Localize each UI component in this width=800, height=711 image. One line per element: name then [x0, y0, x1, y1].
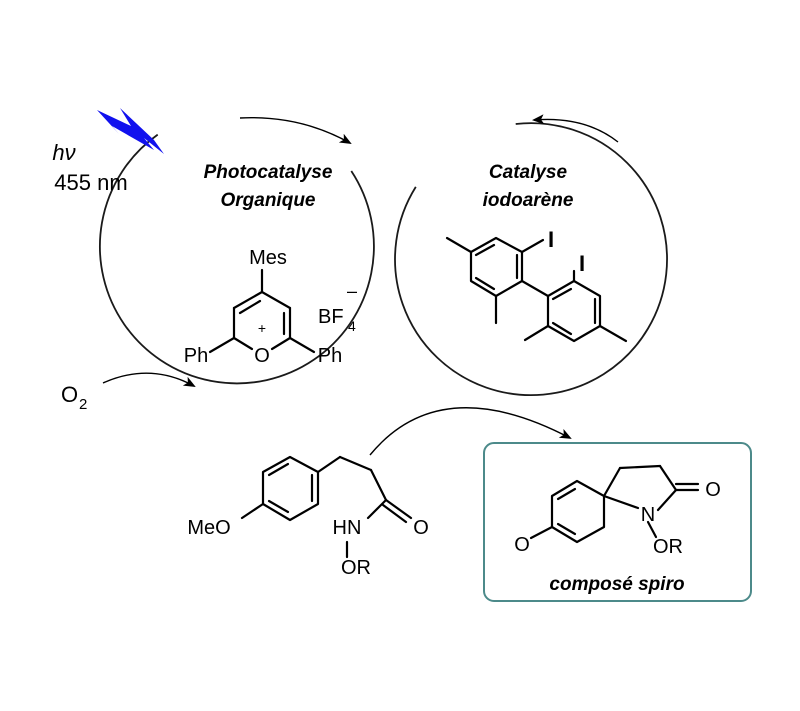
product-nitrogen: N [641, 504, 655, 526]
left-cycle-title-line2: Organique [220, 190, 315, 211]
substrate-carbonyl-oxygen: O [413, 517, 429, 539]
light-source: hν 455 nm [52, 108, 164, 195]
pyrylium-bonds [208, 268, 316, 354]
counterion-label: BF [318, 306, 344, 328]
pyrylium-mes-label: Mes [249, 247, 287, 269]
iodoarene-structure: I I [445, 227, 628, 343]
pyrylium-positive-charge: + [258, 320, 266, 336]
iodoarene-cycle [394, 114, 668, 397]
methoxy-label: MeO [187, 517, 230, 539]
oxygen-arrow [102, 372, 196, 387]
product-bonds [529, 464, 700, 544]
iodoarene-bonds [445, 236, 628, 343]
pyrylium-structure: Mes O + Ph Ph BF 4 – [184, 247, 357, 367]
photocatalysis-cycle-arrow [239, 117, 352, 144]
counterion-subscript: 4 [348, 318, 356, 334]
iodoarene-cycle-arc [394, 122, 668, 397]
product-ketone-oxygen: O [514, 534, 530, 556]
substrate-or-label: OR [341, 557, 371, 579]
substrate-structure: MeO HN O OR [187, 455, 429, 579]
product-box-border [483, 442, 752, 602]
pyrylium-oxygen-label: O [254, 345, 270, 367]
iodoarene-cycle-arrow [532, 114, 619, 143]
product-box: O O N OR composé spiro [483, 442, 752, 602]
counterion-negative-charge: – [347, 281, 357, 301]
iodine-label-2: I [579, 251, 585, 276]
right-cycle-title-line2: iodoarène [483, 190, 574, 211]
left-cycle-title-line1: Photocatalyse [204, 162, 333, 183]
lightning-bolt-icon [97, 108, 164, 154]
product-lactam-oxygen: O [705, 479, 721, 501]
substrate-bonds [240, 455, 413, 559]
right-cycle-title-line1: Catalyse [489, 162, 568, 183]
pyrylium-phenyl-right: Ph [318, 345, 342, 367]
pyrylium-phenyl-left: Ph [184, 345, 208, 367]
photocatalysis-cycle [99, 117, 375, 385]
reaction-arrow [369, 407, 572, 456]
oxygen-input: O 2 [61, 372, 196, 413]
product-caption: composé spiro [549, 574, 684, 595]
amide-nh-label: HN [333, 517, 362, 539]
oxygen-subscript: 2 [79, 396, 87, 413]
iodine-label-1: I [548, 227, 554, 252]
light-wavelength: 455 nm [54, 170, 127, 195]
photocatalysis-cycle-arc [99, 133, 375, 385]
light-symbol: hν [52, 140, 75, 165]
product-or-label: OR [653, 536, 683, 558]
oxygen-symbol: O [61, 382, 78, 407]
